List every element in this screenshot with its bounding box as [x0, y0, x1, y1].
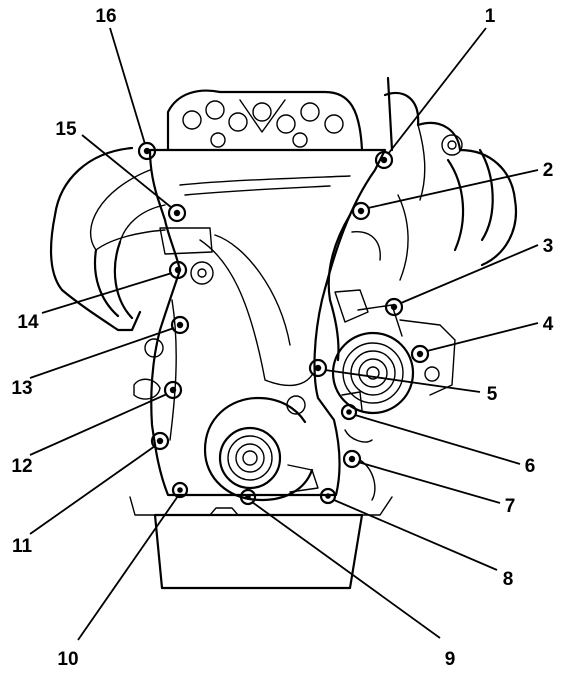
bolt-12	[163, 380, 183, 400]
callout-12: 12	[11, 456, 32, 477]
leader-12	[29, 393, 168, 456]
leader-6	[354, 414, 521, 465]
bolt-15	[167, 203, 187, 223]
bolt-11	[150, 431, 170, 451]
leader-16	[109, 27, 146, 145]
callout-11: 11	[12, 536, 33, 557]
leader-lines	[29, 27, 539, 641]
leader-11	[29, 445, 156, 535]
bolt-10	[171, 481, 189, 499]
bolt-3	[384, 297, 404, 317]
leader-9	[251, 501, 441, 639]
leader-13	[29, 327, 175, 379]
idler-pulley	[286, 304, 440, 415]
callout-2: 2	[543, 160, 554, 181]
valve-cover	[166, 89, 364, 152]
engine-illustration	[49, 76, 518, 590]
callout-4: 4	[543, 314, 554, 335]
bolt-5	[308, 358, 328, 378]
bolt-1	[374, 150, 394, 170]
callout-15: 15	[55, 119, 77, 140]
leader-15	[81, 134, 173, 209]
leader-1	[387, 27, 487, 155]
leader-8	[333, 499, 498, 571]
timing-cover	[133, 148, 387, 497]
bolt-6	[340, 403, 358, 421]
crankshaft-pulley	[203, 396, 319, 502]
bolts	[137, 141, 430, 506]
leader-14	[41, 272, 173, 314]
callout-5: 5	[487, 384, 498, 405]
leader-5	[324, 369, 481, 393]
leader-7	[357, 461, 501, 504]
bolt-16	[137, 141, 157, 161]
callout-14: 14	[17, 312, 39, 333]
intake-manifold	[49, 146, 166, 332]
bolt-14	[168, 260, 188, 280]
leader-2	[367, 169, 539, 209]
leader-10	[77, 495, 179, 641]
bolt-4	[410, 344, 430, 364]
callout-3: 3	[543, 236, 554, 257]
leader-4	[426, 322, 539, 352]
accessory-bracket	[327, 194, 456, 501]
callout-10: 10	[57, 649, 78, 670]
bolt-2	[351, 201, 371, 221]
bolt-8	[319, 487, 337, 505]
callout-labels: 1 2 3 4 5 6 7 8 9 10 11 12 13 14 15 16	[11, 6, 553, 670]
callout-13: 13	[11, 378, 32, 399]
callout-7: 7	[505, 496, 516, 517]
oil-pan	[129, 496, 393, 590]
callout-6: 6	[525, 456, 536, 477]
callout-8: 8	[503, 569, 514, 590]
callout-9: 9	[445, 649, 456, 670]
exhaust-manifold	[383, 76, 518, 267]
callout-16: 16	[95, 6, 116, 27]
bolt-9	[239, 488, 257, 506]
callout-1: 1	[485, 6, 496, 27]
bolt-13	[170, 315, 190, 335]
bolt-7	[342, 449, 362, 469]
leader-3	[400, 244, 539, 304]
